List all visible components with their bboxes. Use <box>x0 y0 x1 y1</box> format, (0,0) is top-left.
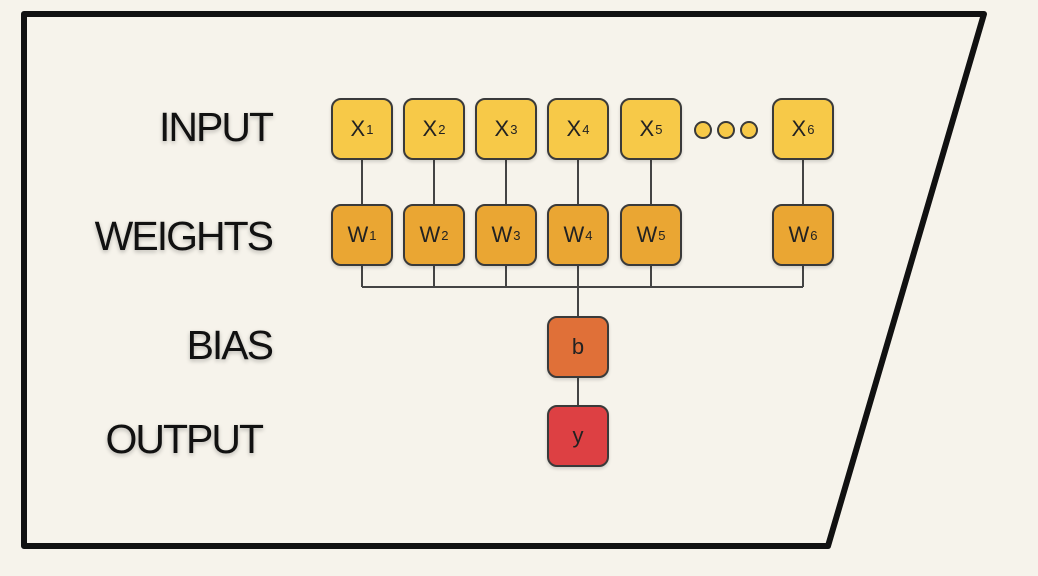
weight-node-w6-base: W <box>788 222 810 247</box>
input-node-x5-sub: 5 <box>655 121 663 137</box>
weight-node-w4-base: W <box>563 222 585 247</box>
weight-node-w2-base: W <box>419 222 441 247</box>
output-node: y <box>547 405 609 467</box>
row-label-weights: WEIGHTS <box>94 213 274 259</box>
input-node-x1-base: X <box>350 116 366 141</box>
ellipsis-dot-1 <box>694 121 712 139</box>
input-node-x6-base: X <box>791 116 807 141</box>
weight-node-w5-base: W <box>636 222 658 247</box>
row-label-input: INPUT <box>159 104 274 150</box>
weight-node-w4-sub: 4 <box>585 227 593 243</box>
bias-node: b <box>547 316 609 378</box>
weight-node-w6-sub: 6 <box>810 227 818 243</box>
input-node-x3-base: X <box>494 116 510 141</box>
input-node-x2-sub: 2 <box>438 121 446 137</box>
frame-outline <box>21 11 987 549</box>
input-node-x1-sub: 1 <box>366 121 374 137</box>
bias-node-label: b <box>571 334 585 359</box>
weight-node-w1-sub: 1 <box>369 227 377 243</box>
weight-node-w3-sub: 3 <box>513 227 521 243</box>
ellipsis-dot-2 <box>717 121 735 139</box>
input-node-x5-base: X <box>639 116 655 141</box>
input-node-x4-base: X <box>566 116 582 141</box>
row-label-output: OUTPUT <box>105 416 264 462</box>
output-node-label: y <box>572 423 584 448</box>
weight-node-w2-sub: 2 <box>441 227 449 243</box>
ellipsis-dot-3 <box>740 121 758 139</box>
input-node-x4-sub: 4 <box>582 121 590 137</box>
weight-node-w3-base: W <box>491 222 513 247</box>
connector-lines <box>361 160 804 405</box>
input-node-x3-sub: 3 <box>510 121 518 137</box>
input-node-x6-sub: 6 <box>807 121 815 137</box>
input-node-x2-base: X <box>422 116 438 141</box>
weight-node-w1-base: W <box>347 222 369 247</box>
weight-node-w5-sub: 5 <box>658 227 666 243</box>
row-label-bias: BIAS <box>186 322 274 368</box>
